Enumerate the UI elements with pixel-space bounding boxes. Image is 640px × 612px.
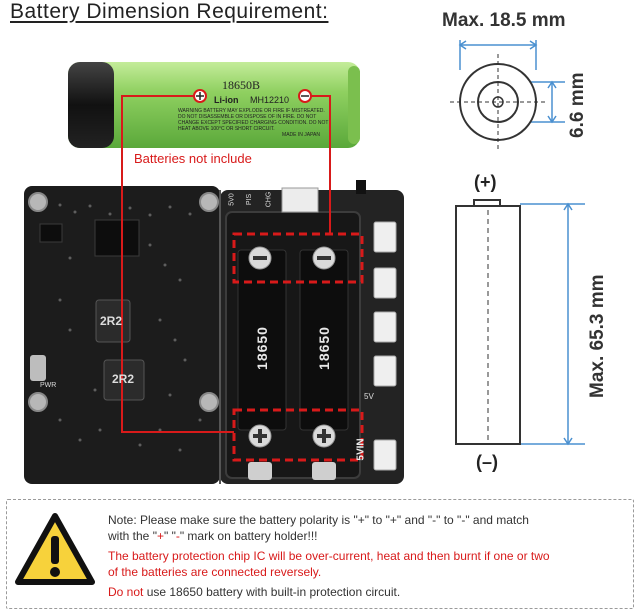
battery-warning: WARNING BATTERY MAY EXPLODE OR FIRE IF M… <box>178 108 338 138</box>
note-line-2: with the "+" "-" mark on battery holder!… <box>108 529 318 543</box>
battery-code: MH12210 <box>250 95 290 105</box>
page-title: Battery Dimension Requirement: <box>10 0 329 23</box>
warning-line: WARNING BATTERY MAY EXPLODE OR FIRE IF M… <box>178 108 325 114</box>
board-pin-label: 5V0 <box>228 193 236 206</box>
battery-chem: Li-ion <box>214 95 239 105</box>
warning-line: CHANGE EXCEPT SPECIFIED CHARGING CONDITI… <box>178 120 329 126</box>
cell-label-left: 18650 <box>254 326 270 370</box>
pwr-label: PWR <box>40 382 57 389</box>
warning-line: HEAT ABOVE 100°C OR SHORT CIRCUIT. <box>178 126 275 132</box>
warning-icon <box>15 513 95 585</box>
note-line-1: Note: Please make sure the battery polar… <box>108 513 529 527</box>
warning-line: DO NOT DISASSEMBLE OR DISPOSE OF IN FIRE… <box>178 114 317 120</box>
inductor-label: 2R2 <box>100 314 123 328</box>
made-in: MADE IN JAPAN <box>282 132 320 138</box>
board-illustration <box>24 89 404 484</box>
board-pin-label: CHG <box>265 191 273 208</box>
battery-model: 18650B <box>222 78 261 92</box>
note-line-4: of the batteries are connected reversely… <box>108 565 322 579</box>
battery-side-diagram <box>455 199 585 446</box>
cell-label-right: 18650 <box>316 326 332 370</box>
callout-text: Batteries not include <box>134 151 252 166</box>
battery-top-diagram <box>450 40 565 150</box>
max-diameter-label: Max. 18.5 mm <box>442 10 566 31</box>
note-line-3: The battery protection chip IC will be o… <box>108 549 550 563</box>
note-text: Note: Please make sure the battery polar… <box>108 512 628 600</box>
positive-label: (+) <box>474 172 497 192</box>
battery-photo <box>68 62 360 148</box>
note-box <box>6 499 634 609</box>
negative-label: (–) <box>476 452 498 472</box>
max-length-label: Max. 65.3 mm <box>587 274 608 398</box>
inductor-label: 2R2 <box>112 372 135 386</box>
board-pin-label: PIS <box>246 193 254 206</box>
port-label: 5VIN <box>355 438 367 461</box>
side-label: 5V <box>364 392 374 401</box>
note-line-5: Do not use 18650 battery with built-in p… <box>108 585 401 599</box>
height-label: 6.6 mm <box>567 72 588 138</box>
